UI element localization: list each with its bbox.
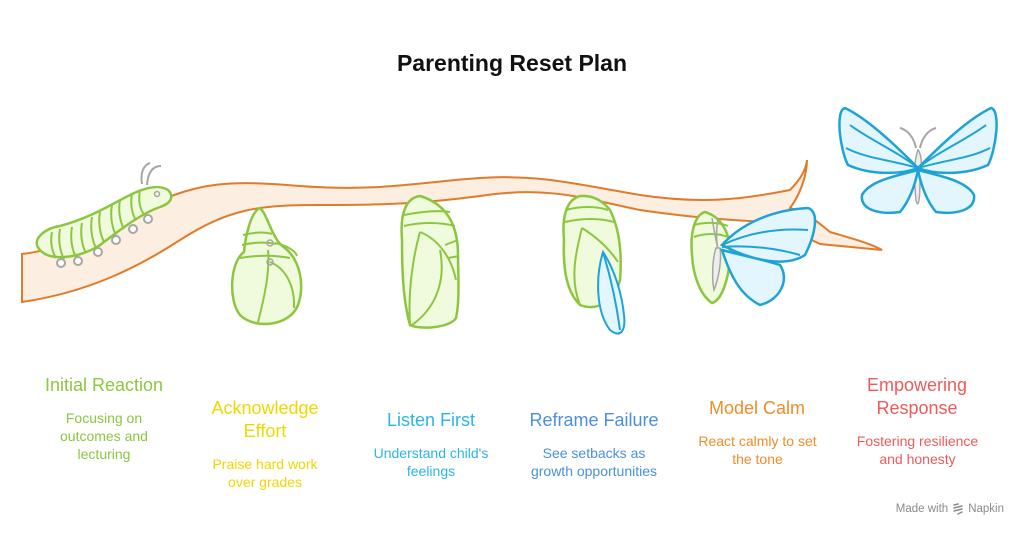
stage-listen-first: Listen First Understand child's feelings	[346, 409, 516, 480]
napkin-logo-icon	[953, 503, 963, 515]
stage-initial-reaction: Initial Reaction Focusing on outcomes an…	[19, 374, 189, 463]
stage-model-calm: Model Calm React calmly to set the tone	[672, 397, 842, 468]
chrysalis-wing-showing-icon	[562, 194, 626, 335]
stage-heading: Listen First	[386, 410, 476, 430]
stage-heading: Model Calm	[708, 398, 806, 418]
butterfly-icon	[838, 106, 998, 214]
stage-heading: Initial Reaction	[44, 375, 164, 395]
chrysalis-icon	[400, 194, 460, 329]
caterpillar-icon	[35, 162, 173, 268]
stage-empowering-response: Empowering Response Fostering resilience…	[832, 374, 1002, 468]
napkin-brand-label: Napkin	[968, 503, 1004, 515]
stage-description: Praise hard work over grades	[212, 456, 318, 490]
stage-description: See setbacks as growth opportunities	[530, 445, 658, 479]
stage-reframe-failure: Reframe Failure See setbacks as growth o…	[509, 409, 679, 480]
made-with-label: Made with	[895, 503, 949, 515]
page-title: Parenting Reset Plan	[396, 50, 628, 76]
stage-description: Focusing on outcomes and lecturing	[60, 410, 148, 462]
early-chrysalis-icon	[230, 206, 303, 326]
stage-description: Fostering resilience and honesty	[856, 433, 979, 467]
stage-heading: Reframe Failure	[529, 410, 659, 430]
made-with-napkin-badge[interactable]: Made with Napkin	[896, 503, 1004, 515]
stage-acknowledge-effort: Acknowledge Effort Praise hard work over…	[180, 397, 350, 491]
stage-heading: Acknowledge Effort	[211, 398, 319, 441]
stage-heading: Empowering Response	[866, 375, 968, 418]
stage-description: React calmly to set the tone	[698, 433, 817, 467]
stage-description: Understand child's feelings	[373, 445, 489, 479]
branch	[21, 159, 883, 304]
emerging-butterfly-icon	[690, 206, 817, 307]
branch-shape	[21, 159, 883, 304]
